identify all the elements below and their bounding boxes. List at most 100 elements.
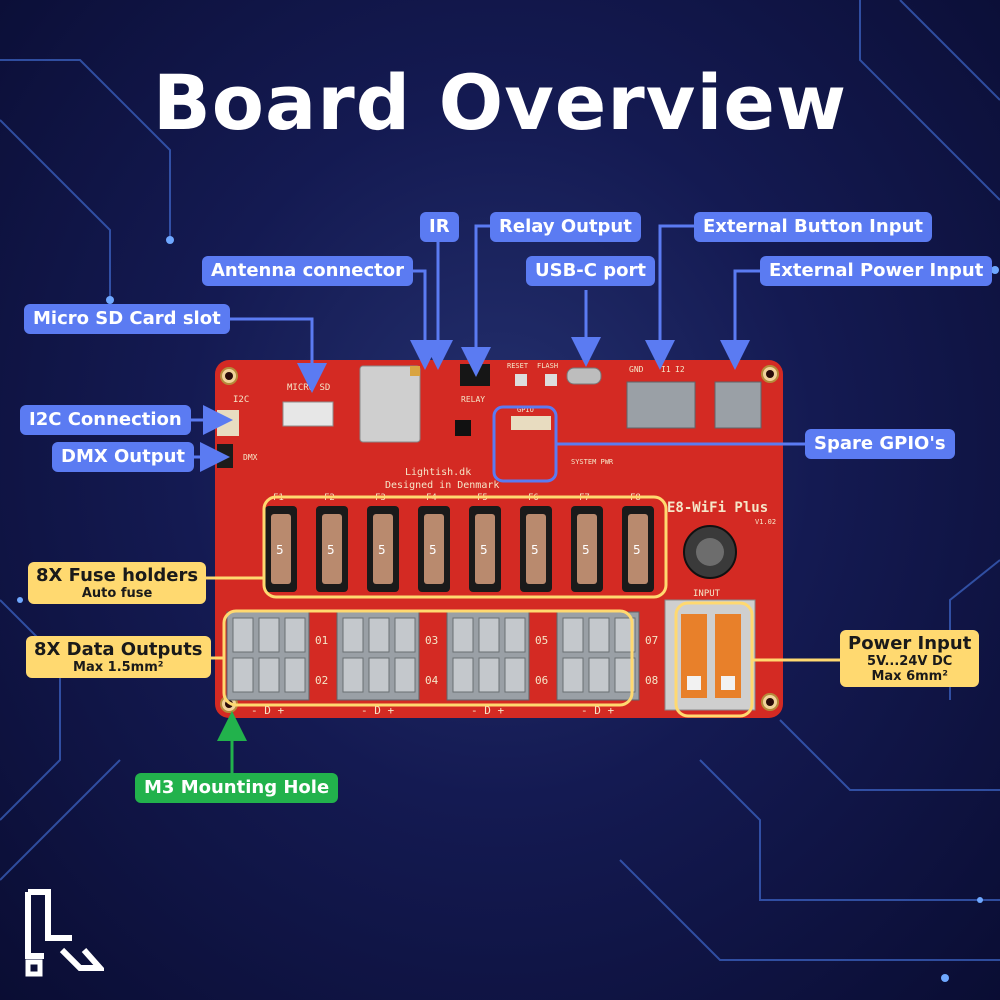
output-label-02: 02 [315,674,328,687]
fuse-value-6: 5 [531,543,539,557]
fuse-label-8: F8 [630,493,641,503]
flash-button [545,374,557,386]
fuse-value-7: 5 [582,543,590,557]
label-mounting-hole: M3 Mounting Hole [135,773,339,803]
label-external-button-input: External Button Input [694,212,932,242]
label-dmx-output: DMX Output [52,442,195,472]
terminal-lever [478,657,500,693]
micro-sd-slot [282,401,334,427]
power-input-terminal [664,599,756,711]
terminal-lever [478,617,500,653]
output-label-05: 05 [535,634,548,647]
lightish-logo-icon [25,889,104,977]
label-data-outputs-sub: Max 1.5mm² [73,660,164,675]
terminal-lever [284,617,306,653]
terminal-lever [452,617,474,653]
fuse-label-3: F3 [375,493,386,503]
fuse-value-8: 5 [633,543,641,557]
label-external-power-input: External Power Input [760,256,993,286]
terminal-lever [258,657,280,693]
silk-model: E8-WiFi Plus [667,500,768,516]
terminal-lever [562,617,584,653]
reset-button [515,374,527,386]
fuse-label-4: F4 [426,493,437,503]
fuse-label-7: F7 [579,493,590,503]
silk-flash: FLASH [537,362,558,370]
fuse-label-6: F6 [528,493,539,503]
relay-header [460,364,490,386]
i2c-connector [217,410,239,436]
terminal-lever [342,657,364,693]
terminal-lever [394,657,416,693]
label-fuse-holders: 8X Fuse holders Auto fuse [28,562,207,604]
silk-micro-sd: MICRO SD [287,383,330,393]
terminal-lever [562,657,584,693]
terminal-lever [232,617,254,653]
gpio-connector [511,416,551,430]
output-label-06: 06 [535,674,548,687]
label-power-input: Power Input 5V...24V DC Max 6mm² [840,630,980,687]
terminal-lever [588,657,610,693]
fuse-value-1: 5 [276,543,284,557]
label-data-outputs-title: 8X Data Outputs [34,639,203,660]
silk-designed: Designed in Denmark [385,480,499,491]
label-data-outputs: 8X Data Outputs Max 1.5mm² [26,636,211,678]
silk-input: INPUT [693,589,721,599]
terminal-pin-label: - D + [361,704,394,717]
antenna-connector-jack [410,366,420,376]
label-power-input-title: Power Input [848,633,972,654]
silk-gnd: GND [629,365,644,374]
label-power-input-sub1: 5V...24V DC [867,654,953,669]
terminal-lever [614,657,636,693]
terminal-lever [368,617,390,653]
terminal-lever [394,617,416,653]
label-micro-sd-slot: Micro SD Card slot [24,304,230,334]
output-label-01: 01 [315,634,328,647]
silk-i2c: I2C [233,395,249,405]
label-fuse-holders-sub: Auto fuse [81,586,153,601]
fuse-value-2: 5 [327,543,335,557]
fuse-value-4: 5 [429,543,437,557]
ir-receiver [455,420,471,436]
terminal-pin-label: - D + [251,704,284,717]
silk-relay: RELAY [461,395,485,404]
terminal-lever [258,617,280,653]
label-i2c-connection: I2C Connection [20,405,191,435]
label-power-input-sub2: Max 6mm² [871,669,948,684]
dmx-header [217,444,233,468]
silk-brand: Lightish.dk [405,467,471,478]
silk-dmx: DMX [243,453,258,462]
label-spare-gpio: Spare GPIO's [805,429,955,459]
terminal-lever [368,657,390,693]
fuse-label-2: F2 [324,493,335,503]
terminal-lever [614,617,636,653]
fuse-label-5: F5 [477,493,488,503]
terminal-pin-label: - D + [581,704,614,717]
terminal-lever [588,617,610,653]
silk-reset: RESET [507,362,529,370]
terminal-lever [284,657,306,693]
silk-i1: I1 [661,365,671,374]
terminal-lever [504,657,526,693]
silk-i2: I2 [675,365,685,374]
fuse-value-5: 5 [480,543,488,557]
silk-system-pwr: SYSTEM PWR [571,458,614,466]
button-input-terminal [626,381,696,429]
terminal-lever [504,617,526,653]
label-usb-c-port: USB-C port [526,256,655,286]
terminal-pin-label: - D + [471,704,504,717]
terminal-lever [342,617,364,653]
label-relay-output: Relay Output [490,212,641,242]
silk-gpio: GPIO [517,406,534,414]
terminal-lever [232,657,254,693]
output-label-07: 07 [645,634,658,647]
fuse-value-3: 5 [378,543,386,557]
label-ir: IR [420,212,459,242]
silk-version: V1.02 [755,518,776,526]
page-title: Board Overview [152,58,848,147]
label-antenna-connector: Antenna connector [202,256,413,286]
fuse-label-1: F1 [273,493,284,503]
pcb-board: I2C DMX MICRO SD RELAY RESET FLASH GPIO … [215,360,783,718]
output-label-08: 08 [645,674,658,687]
